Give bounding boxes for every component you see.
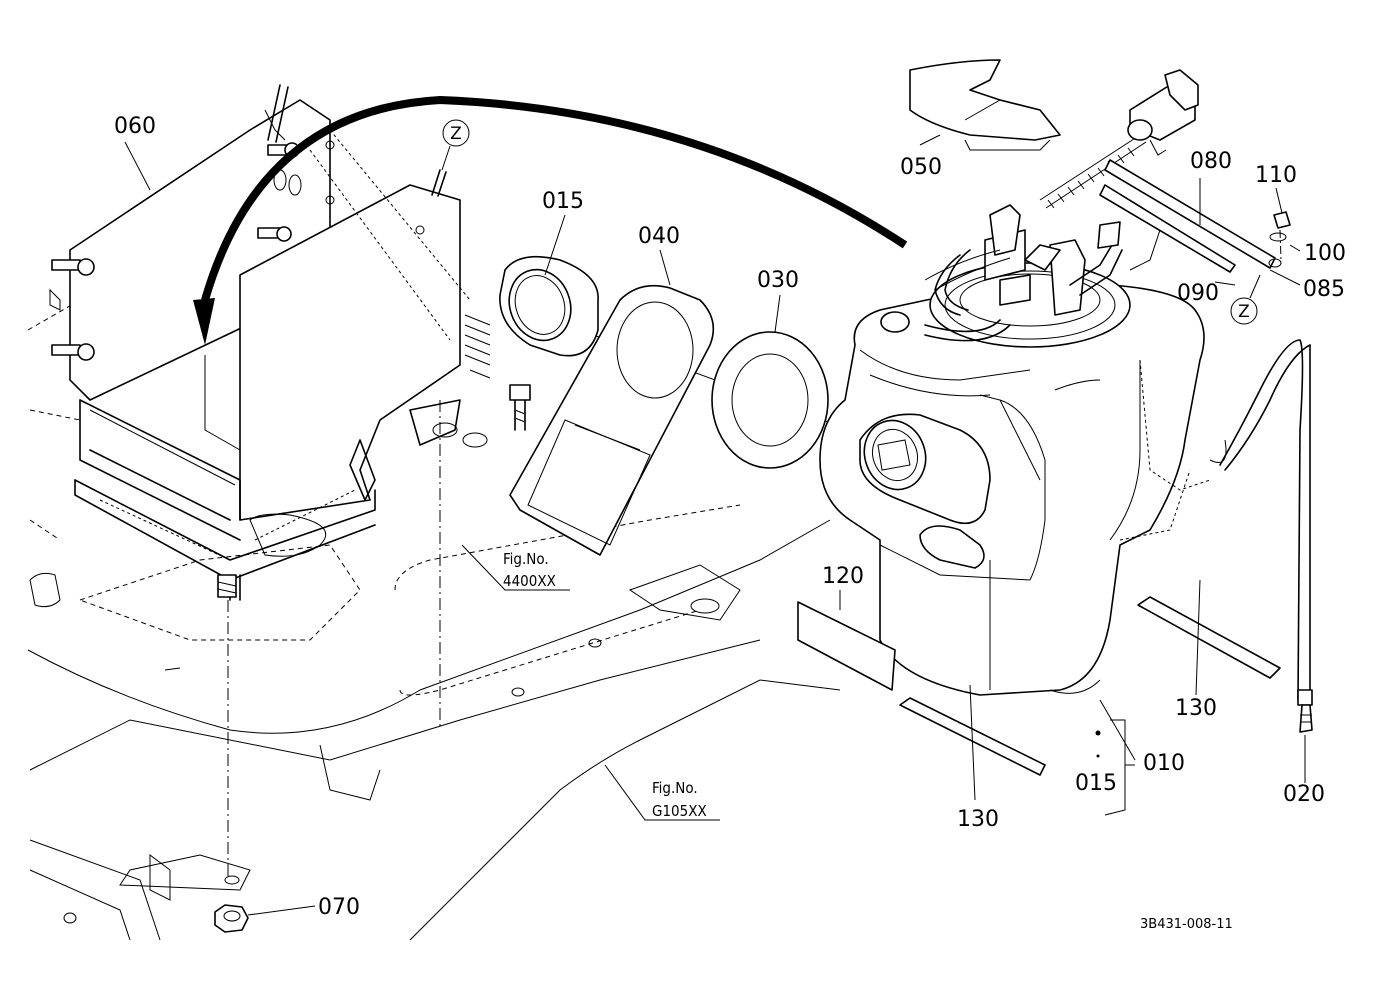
part-label-110: 110 [1255, 163, 1297, 188]
part-label-060: 060 [114, 114, 156, 139]
bolt-110-washer-100 [1269, 211, 1291, 261]
z-marker-right-text: Z [1238, 302, 1250, 322]
part-label-120: 120 [822, 564, 864, 589]
fig-ref-2-code: G105XX [652, 802, 707, 820]
part-label-080: 080 [1190, 149, 1232, 174]
part-label-090: 090 [1177, 281, 1219, 306]
leader-lines [124, 134, 1306, 916]
fuel-tank-010 [819, 69, 1227, 696]
rotation-arrow [193, 95, 908, 345]
drawing-code: 3B431-008-11 [1140, 917, 1233, 932]
part-label-130-right: 130 [1175, 696, 1217, 721]
part-label-015-set: 015 [1075, 771, 1117, 796]
gasket-030 [711, 331, 829, 469]
fig-ref-1-title: Fig.No. [503, 550, 549, 568]
pad-050 [909, 59, 1061, 151]
z-markers: Z Z [441, 119, 1261, 325]
fuel-cap-015 [499, 255, 599, 357]
fig-ref-1-code: 4400XX [503, 572, 556, 590]
part-label-070: 070 [318, 895, 360, 920]
part-label-010: 010 [1143, 751, 1185, 776]
z-marker-left-text: Z [450, 124, 462, 144]
floor-frame [27, 299, 841, 941]
label-plate-040 [509, 284, 715, 556]
z-marker-right [1230, 297, 1258, 325]
part-label-100: 100 [1304, 241, 1346, 266]
part-label-050: 050 [900, 155, 942, 180]
part-label-015-cap: 015 [542, 189, 584, 214]
part-label-040: 040 [638, 224, 680, 249]
figure-references: Fig.No. 4400XX Fig.No. G105XX [503, 550, 707, 820]
fig-ref-2-title: Fig.No. [652, 779, 698, 797]
part-label-030: 030 [757, 268, 799, 293]
nut-070 [214, 875, 249, 933]
part-labels: 060 015 040 030 050 080 110 100 090 085 … [114, 114, 1346, 920]
part-label-085: 085 [1303, 277, 1345, 302]
pipe-020 [1219, 339, 1313, 733]
z-marker-left [442, 119, 470, 147]
cover-060-assembly [49, 84, 531, 601]
part-label-130-left: 130 [957, 807, 999, 832]
brackets-080-090 [1099, 159, 1282, 273]
part-label-020: 020 [1283, 782, 1325, 807]
